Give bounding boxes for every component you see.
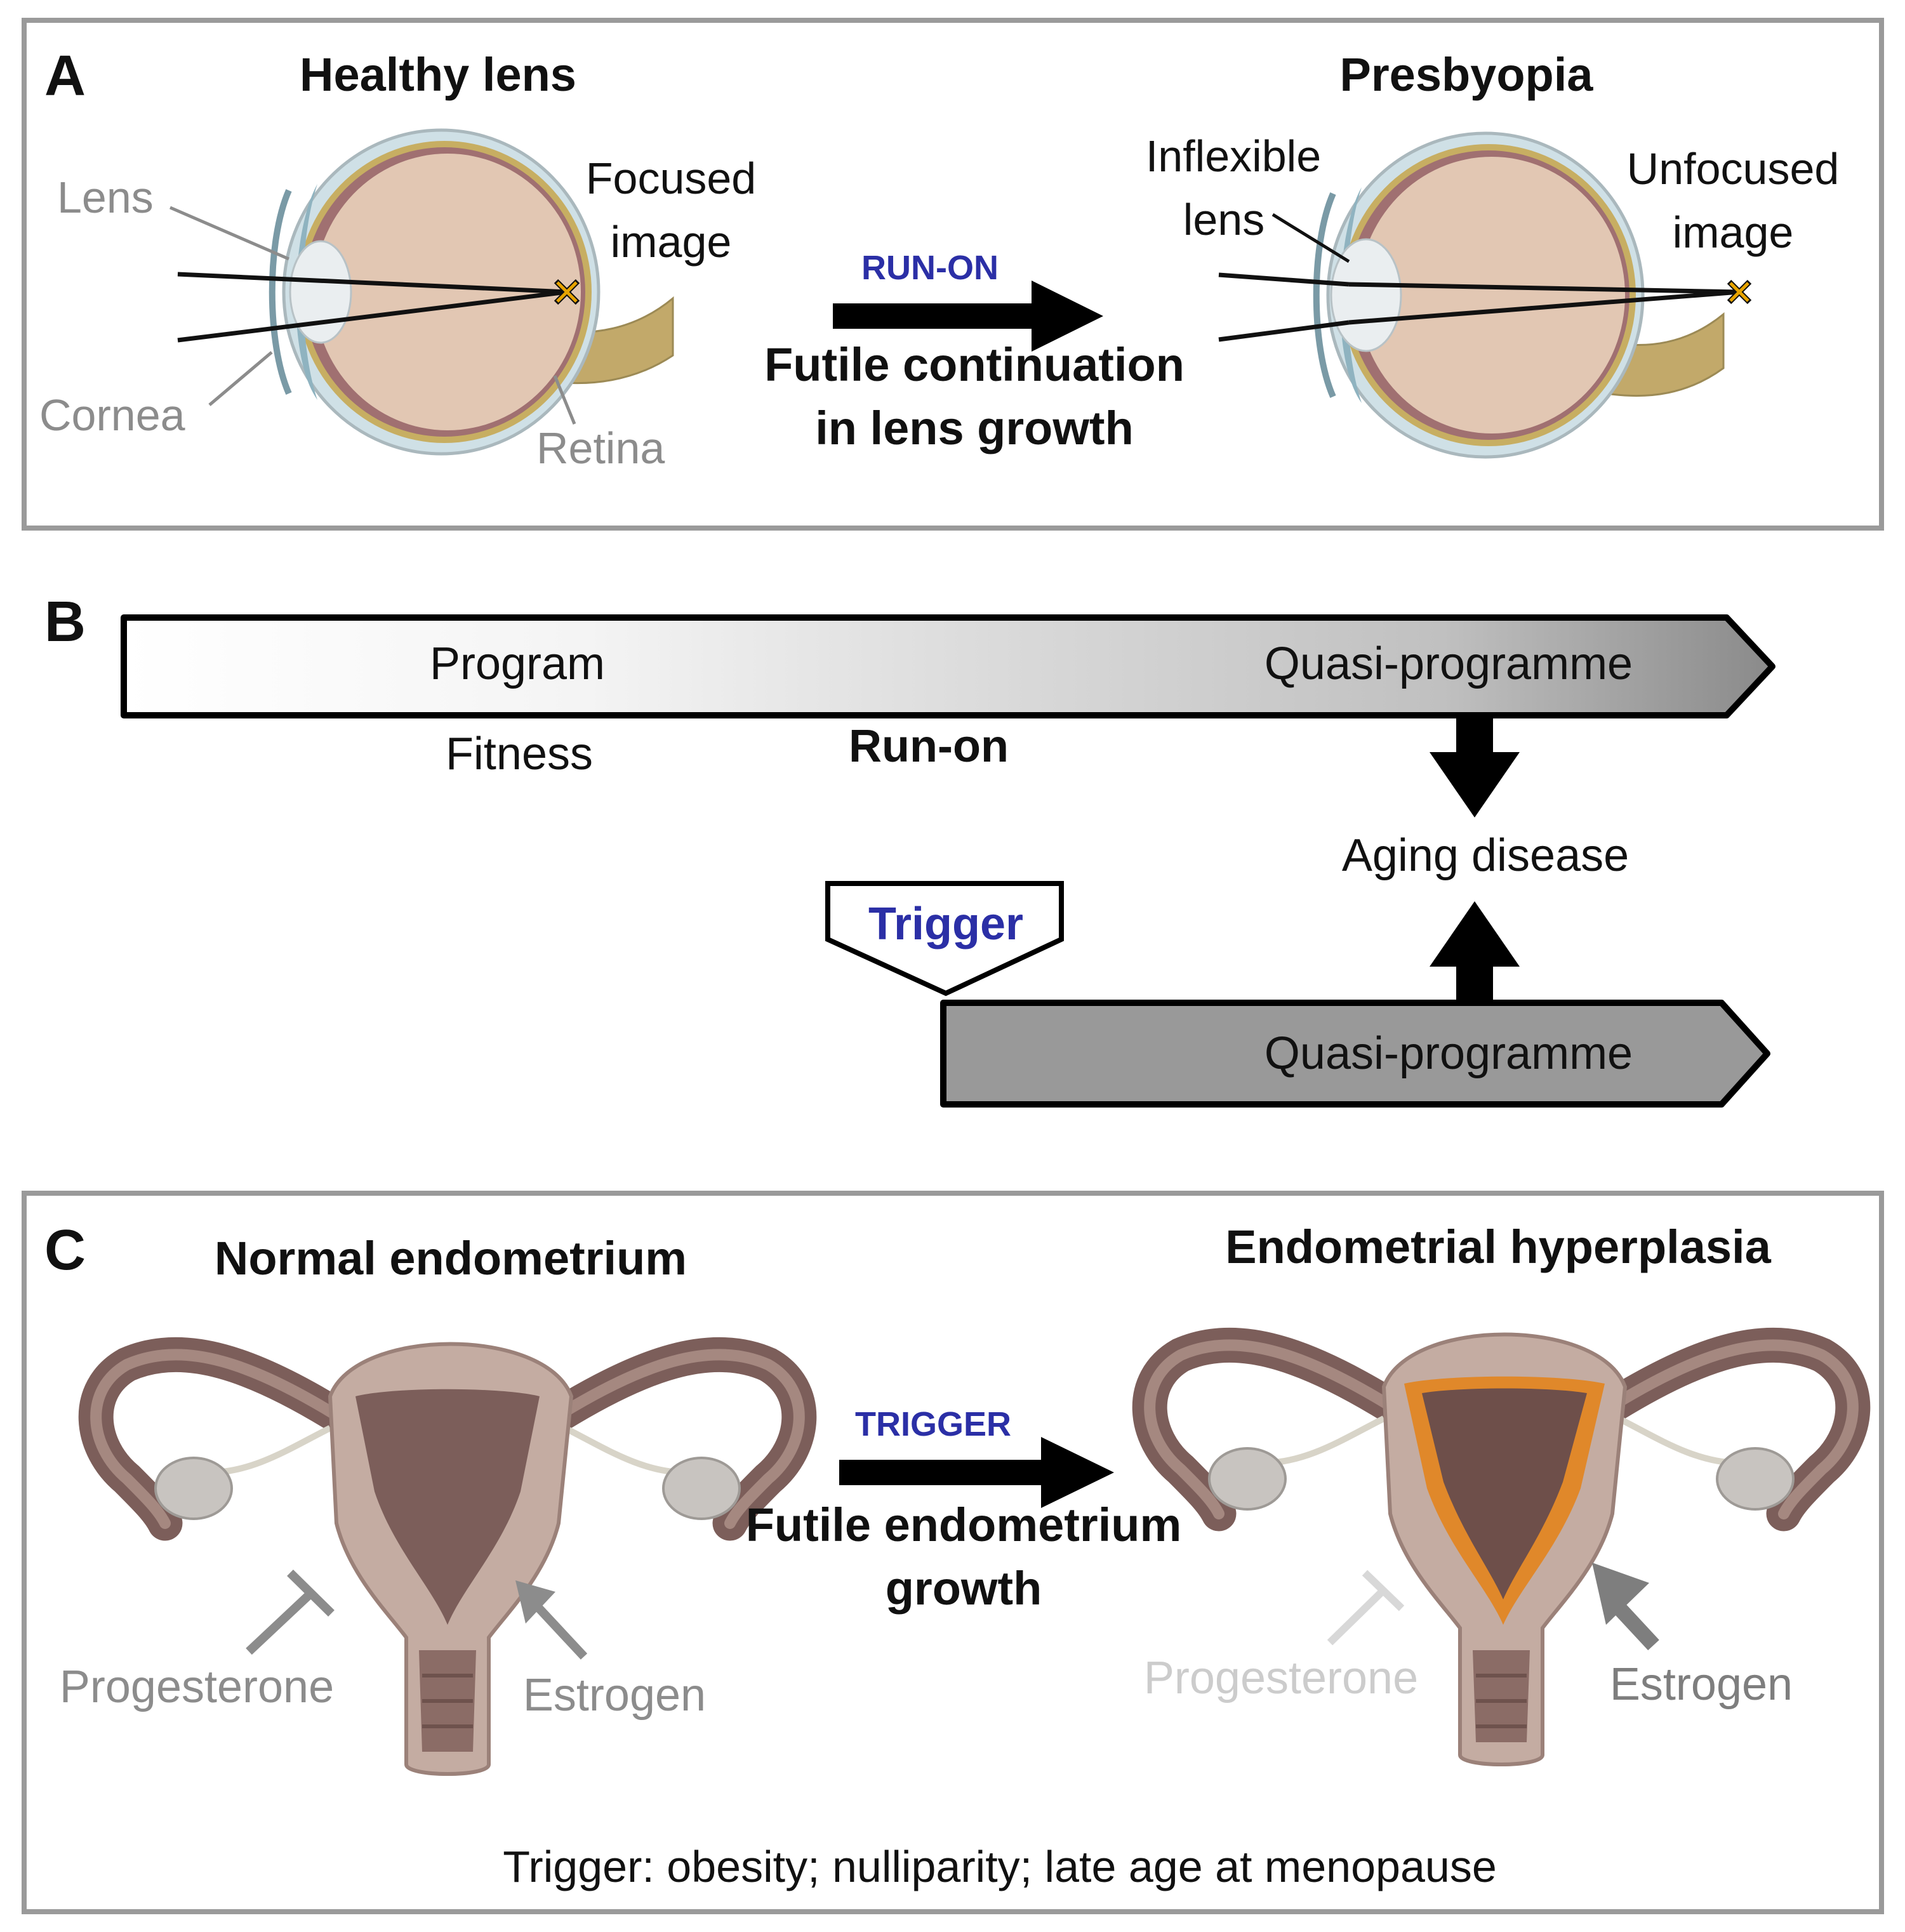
trigger-caption-line1: Futile endometrium <box>746 1499 1182 1551</box>
run-on-caption-line1: Futile continuation <box>764 338 1185 391</box>
progesterone-label-left: Progesterone <box>60 1662 334 1712</box>
unfocused-image-label-line2: image <box>1673 208 1794 257</box>
estrogen-arrow-shaft-left <box>528 1598 588 1660</box>
cornea-leader-line <box>208 351 273 406</box>
estrogen-label-right: Estrogen <box>1610 1659 1793 1710</box>
inflexible-lens-label-line2: lens <box>1183 195 1264 244</box>
run-on-caption-line2: in lens growth <box>815 402 1134 454</box>
healthy-lens-title: Healthy lens <box>300 48 576 101</box>
presbyopia-eye-illustration <box>1218 131 1752 459</box>
trigger-marker <box>825 881 1064 996</box>
progesterone-inhibition-bar-left <box>287 1570 335 1617</box>
normal-uterus-illustration <box>78 1337 817 1776</box>
healthy-eye-illustration <box>177 128 674 456</box>
trigger-footnote: Trigger: obesity; nulliparity; late age … <box>503 1842 1497 1891</box>
trigger-arrow <box>839 1437 1114 1508</box>
fitness-label: Fitness <box>446 729 593 779</box>
presbyopia-title: Presbyopia <box>1340 48 1594 101</box>
up-arrow-to-aging-disease <box>1430 901 1520 1006</box>
panel-c-letter: C <box>44 1219 86 1282</box>
quasi-programme-top-label: Quasi-programme <box>1264 638 1633 689</box>
down-arrow-to-aging-disease <box>1430 717 1520 817</box>
panel-a-letter: A <box>44 44 86 108</box>
trigger-arrow-label: TRIGGER <box>855 1405 1011 1443</box>
lens-leader-line <box>169 206 289 261</box>
retina-leader-line <box>553 375 576 425</box>
cornea-label: Cornea <box>39 390 185 440</box>
run-on-arrow-label: RUN-ON <box>861 249 999 287</box>
inflexible-lens-label-line1: Inflexible <box>1146 131 1321 181</box>
quasi-programme-bottom-label: Quasi-programme <box>1264 1028 1633 1079</box>
panel-c: C Normal endometrium Endometrial hyperpl… <box>22 1191 1884 1914</box>
inflexible-lens-leader-line <box>1271 213 1350 263</box>
program-label: Program <box>430 638 605 689</box>
panel-a: A Healthy lens Presbyopia Lens Cornea <box>22 18 1884 531</box>
run-on-label: Run-on <box>849 721 1009 772</box>
estrogen-label-left: Estrogen <box>523 1670 706 1721</box>
lens-label: Lens <box>57 173 154 222</box>
focused-image-label-line2: image <box>611 217 732 267</box>
panel-b-letter: B <box>44 590 86 654</box>
progesterone-inhibition-bar-right <box>1362 1570 1405 1611</box>
focused-image-mark <box>554 279 580 305</box>
unfocused-image-mark <box>1727 279 1752 305</box>
quasi-programme-bottom-arrow <box>940 1000 1770 1108</box>
panel-b: B Program Quasi-programme Fitness Run-on… <box>44 590 1776 1108</box>
hyperplasia-uterus-illustration <box>1132 1327 1871 1766</box>
retina-label: Retina <box>536 423 665 473</box>
normal-endometrium-title: Normal endometrium <box>215 1232 687 1285</box>
focused-image-label-line1: Focused <box>586 154 756 203</box>
trigger-label: Trigger <box>868 899 1023 949</box>
progesterone-inhibition-line-left <box>246 1589 314 1655</box>
panel-c-border <box>22 1191 1884 1914</box>
progesterone-inhibition-line-right <box>1327 1587 1387 1646</box>
program-timeline-arrow <box>121 614 1776 718</box>
run-on-arrow <box>833 281 1103 352</box>
aging-disease-label: Aging disease <box>1342 830 1629 881</box>
unfocused-image-label-line1: Unfocused <box>1627 144 1840 194</box>
progesterone-label-right: Progesterone <box>1144 1653 1418 1704</box>
estrogen-arrow-head-left <box>515 1580 555 1624</box>
estrogen-arrow-head-right <box>1592 1563 1649 1625</box>
endometrial-hyperplasia-title: Endometrial hyperplasia <box>1225 1221 1771 1273</box>
trigger-caption-line2: growth <box>886 1562 1042 1615</box>
